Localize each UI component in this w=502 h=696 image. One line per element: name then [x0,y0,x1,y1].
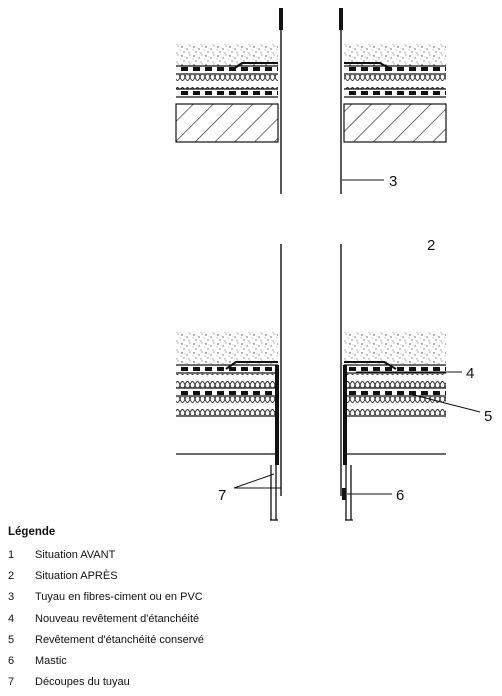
legend-item: 3 Tuyau en fibres-ciment ou en PVC [8,587,488,608]
legend-item-number: 7 [8,676,15,689]
legend-title: Légende [8,526,56,538]
pipe-after [270,244,352,496]
legend-item-text: Revêtement d'étanchéité conservé [35,633,205,646]
callout-5: 5 [409,393,492,425]
legend-item: 4 Nouveau revêtement d'étanchéité [8,609,488,630]
roof-buildup-right-before [343,44,447,143]
old-pipe-cut [270,465,353,521]
callout-label-2: 2 [427,237,435,254]
legend: Légende 1 Situation AVANT 2 Situation APRÈ… [8,526,488,693]
legend-item: 2 Situation APRÈS [8,566,488,587]
mastic [342,488,346,500]
legend-item-text: Mastic [35,654,67,667]
roof-buildup-right-after [344,332,446,455]
callout-4: 4 [356,365,474,382]
section-before: 3 [175,8,447,194]
callout-label-3: 3 [389,173,397,190]
callout-label-4: 4 [466,365,474,382]
section-after: 4 5 6 7 [176,244,492,521]
callout-label-6: 6 [396,487,404,504]
callout-6: 6 [347,487,404,504]
callout-3: 3 [342,173,397,190]
legend-item: 1 Situation AVANT [8,545,488,566]
legend-item-text: Nouveau revêtement d'étanchéité [35,612,200,625]
legend-item-number: 5 [8,633,15,646]
legend-item-number: 2 [8,570,15,583]
legend-item-text: Situation APRÈS [35,570,118,583]
callout-label-7: 7 [218,487,226,504]
legend-item-number: 4 [8,612,15,625]
legend-list: 1 Situation AVANT 2 Situation APRÈS 3 Tuyau… [8,545,488,693]
legend-item: 7 Découpes du tuyau [8,672,488,693]
legend-item-text: Découpes du tuyau [35,676,130,689]
legend-item-text: Situation AVANT [35,549,116,561]
callout-7: 7 [218,473,281,504]
roof-drain-section-diagram: 3 2 [175,8,492,521]
legend-item: 5 Revêtement d'étanchéité conservé [8,630,488,651]
legend-item-number: 1 [8,549,15,561]
legend-item-number: 3 [8,591,15,604]
callout-label-5: 5 [484,408,492,425]
legend-item-text: Tuyau en fibres-ciment ou en PVC [35,591,203,604]
legend-item: 6 Mastic [8,651,488,672]
roof-buildup-left-before [175,44,279,143]
legend-item-number: 6 [8,654,15,667]
roof-buildup-left-after [176,332,278,455]
pipe-before [279,8,343,194]
